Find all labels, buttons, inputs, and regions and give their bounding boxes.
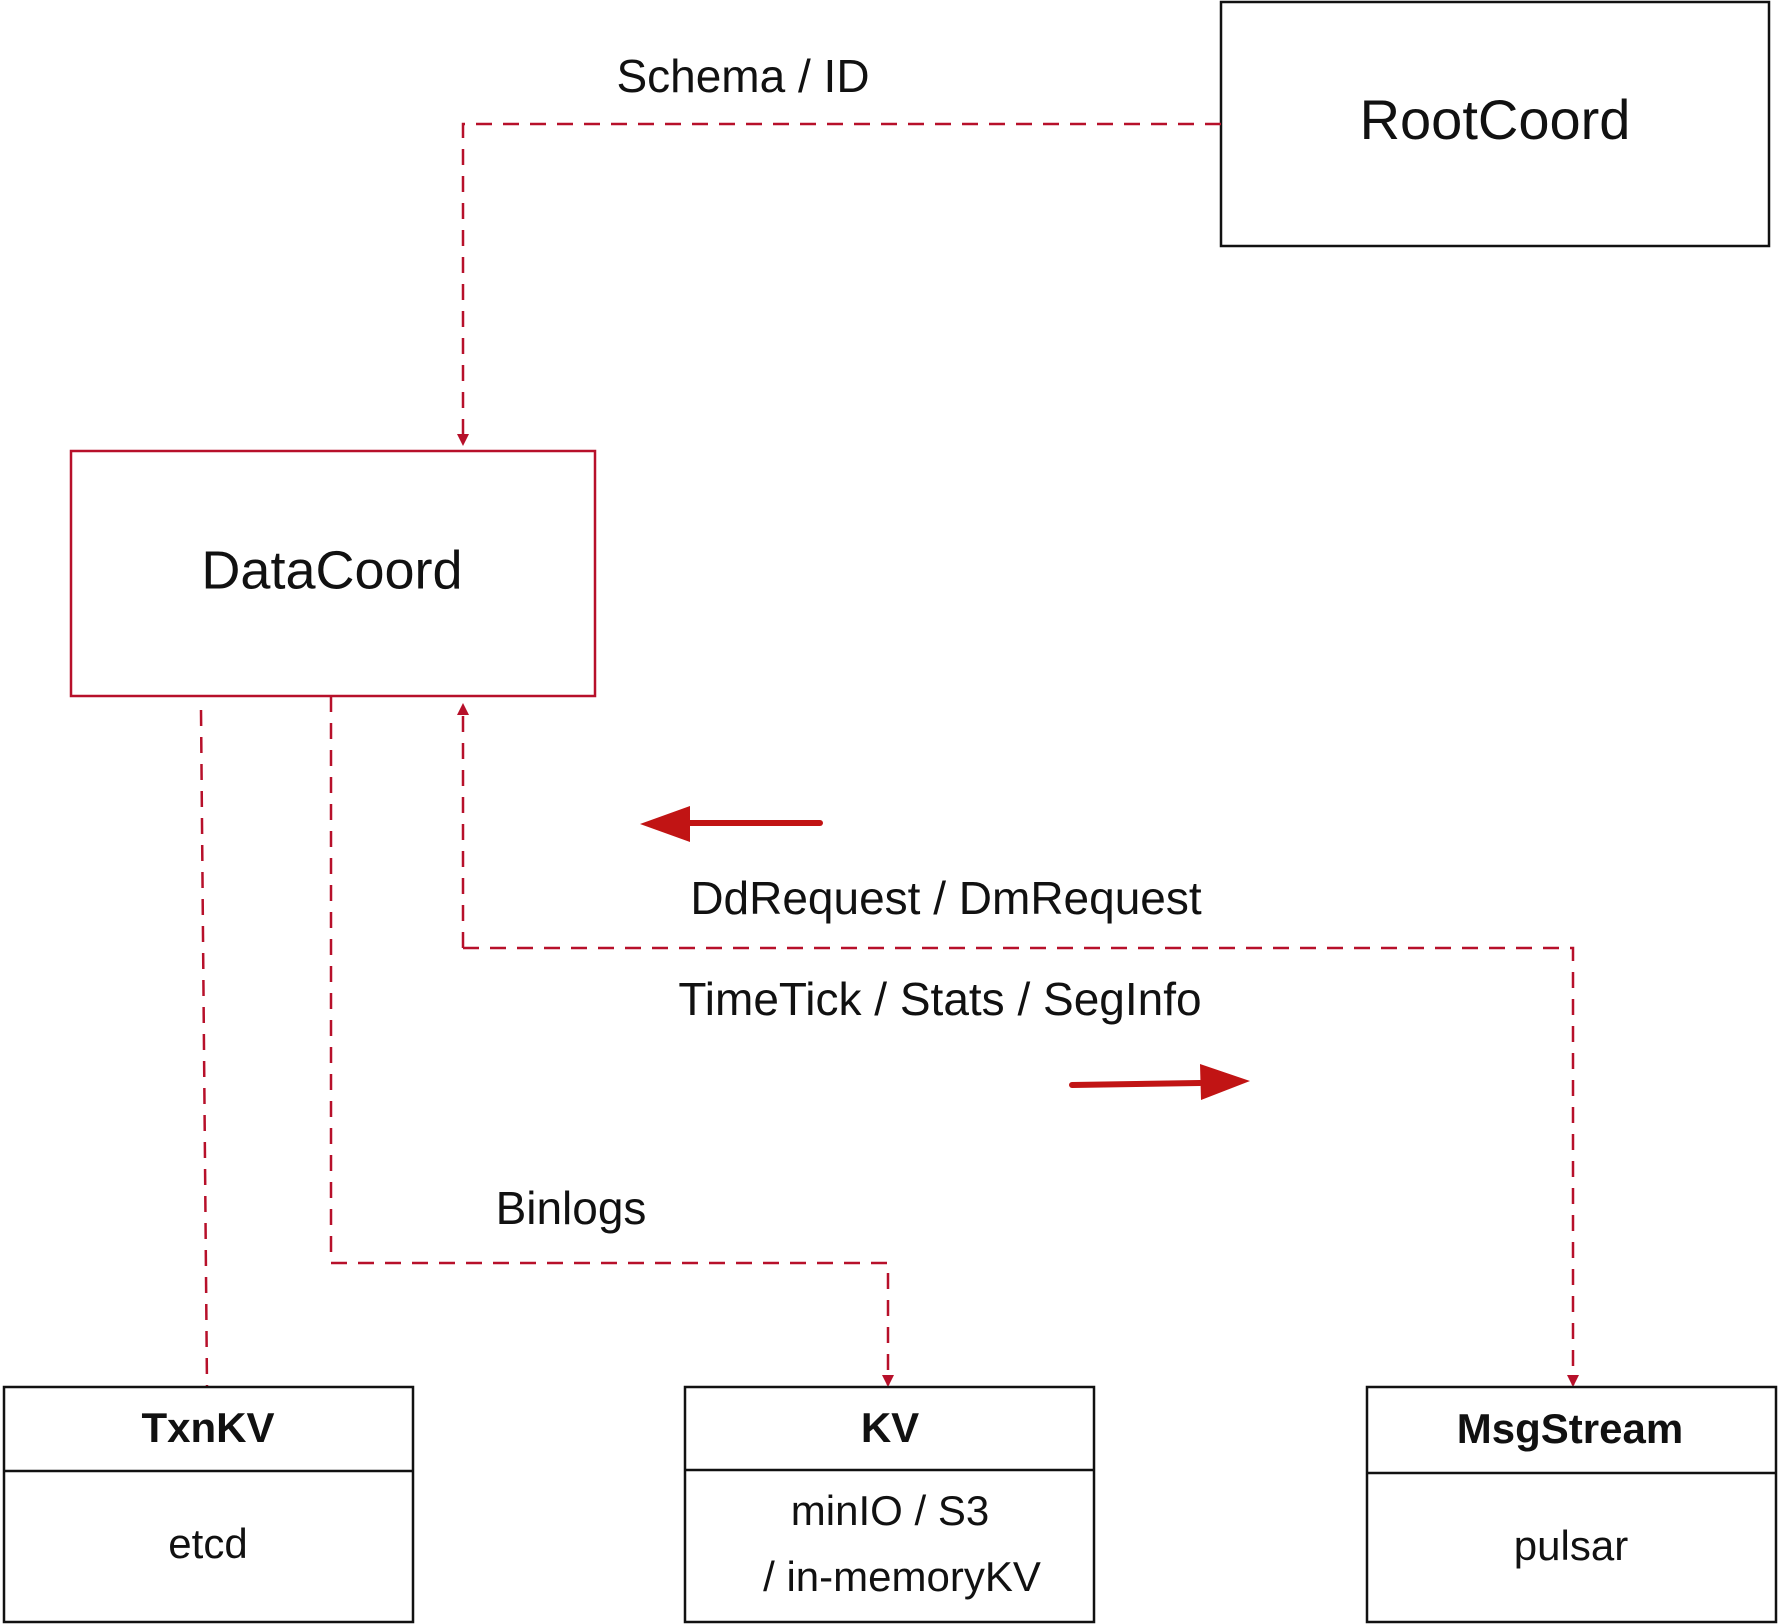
timetick-label: TimeTick / Stats / SegInfo (678, 973, 1201, 1025)
root-coord-node[interactable]: RootCoord (1219, 0, 1771, 248)
root-coord-label: RootCoord (1360, 88, 1631, 151)
txnkv-title: TxnKV (141, 1404, 274, 1451)
kv-body-line2: / in-memoryKV (763, 1553, 1041, 1600)
msgstream-body: pulsar (1514, 1522, 1628, 1569)
schema-edge-label: Schema / ID (616, 50, 869, 102)
schema-edge: Schema / ID (457, 50, 1221, 446)
msgstream-node[interactable]: MsgStream pulsar (1365, 1385, 1778, 1624)
data-coord-label: DataCoord (201, 540, 462, 600)
msgstream-edge: DdRequest / DmRequest TimeTick / Stats /… (457, 703, 1579, 1387)
txnkv-edge (199, 709, 209, 1388)
msgstream-title: MsgStream (1457, 1405, 1683, 1452)
txnkv-node[interactable]: TxnKV etcd (2, 1385, 415, 1624)
kv-node[interactable]: KV minIO / S3 / in-memoryKV (683, 1385, 1096, 1624)
dd-request-label: DdRequest / DmRequest (690, 872, 1202, 924)
binlogs-edge: Binlogs (329, 696, 894, 1387)
binlogs-label: Binlogs (496, 1182, 647, 1234)
txnkv-body: etcd (168, 1520, 247, 1567)
right-direction-arrow-icon (1069, 1064, 1250, 1100)
left-direction-arrow-icon (640, 806, 823, 842)
kv-title: KV (861, 1404, 919, 1451)
kv-body-line1: minIO / S3 (791, 1487, 989, 1534)
data-coord-node[interactable]: DataCoord (69, 449, 597, 698)
